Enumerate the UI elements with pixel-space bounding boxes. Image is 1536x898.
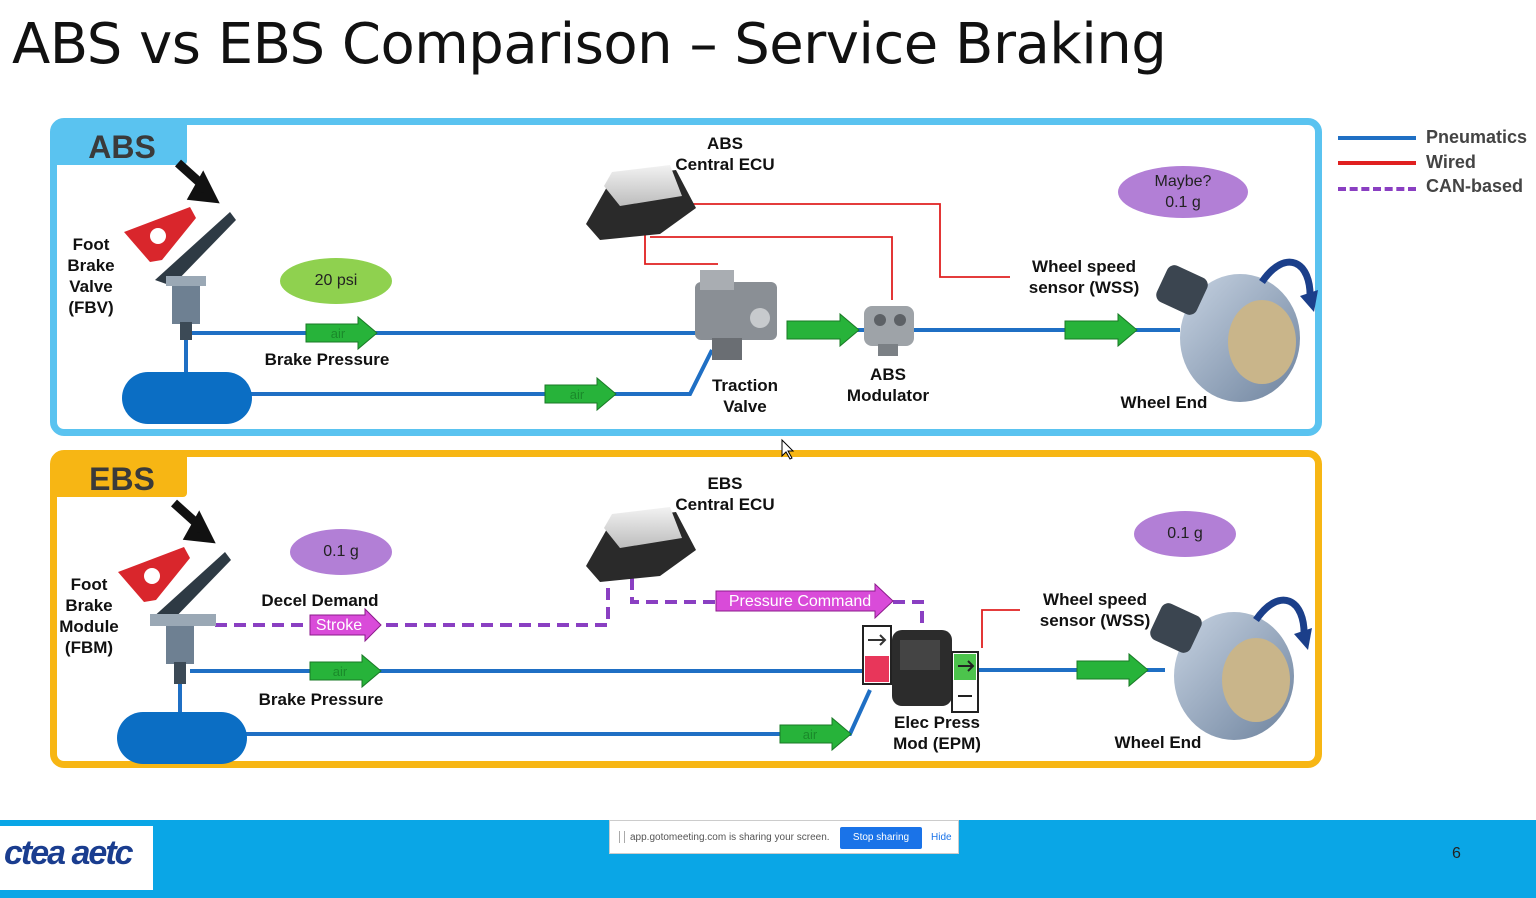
page-number: 6 <box>1452 845 1461 862</box>
abs-air-label-1: air <box>330 326 346 341</box>
abs-tab: ABS <box>57 125 187 165</box>
ebs-ecu-icon <box>586 507 696 582</box>
ebs-brake-pressure-label: Brake Pressure <box>258 690 384 709</box>
ebs-air-label-2: air <box>802 727 818 742</box>
abs-foot-brake-valve-icon <box>124 159 236 340</box>
ebs-ecu-label: EBS Central ECU <box>675 474 775 514</box>
ebs-tab: EBS <box>57 457 187 497</box>
stroke-label: Stroke <box>315 617 363 634</box>
ebs-wheel-end-label: Wheel End <box>1114 733 1202 752</box>
logo-text: ctea aetc <box>4 834 134 872</box>
abs-modulator-label: ABS Modulator <box>846 365 930 405</box>
abs-pneumatic-lines <box>184 300 1180 396</box>
ebs-flow-arrows <box>309 652 1149 752</box>
mouse-cursor-icon <box>781 438 795 460</box>
abs-air-tank <box>122 372 252 424</box>
hide-button[interactable]: Hide <box>931 832 952 843</box>
legend-label-pneumatics: Pneumatics <box>1426 127 1528 147</box>
abs-flow-arrows <box>305 312 1138 412</box>
abs-wheel-end-label: Wheel End <box>1120 393 1208 412</box>
share-status-text: app.gotomeeting.com is sharing your scre… <box>630 832 830 843</box>
abs-modulator-icon <box>864 306 914 356</box>
abs-ecu-icon <box>586 165 696 240</box>
ebs-wired-lines <box>981 609 1020 648</box>
abs-pressure-oval: 20 psi <box>280 258 392 304</box>
abs-foot-brake-label: Foot Brake Valve (FBV) <box>67 235 115 317</box>
legend-label-wired: Wired <box>1426 152 1476 172</box>
decel-demand-label: Decel Demand <box>261 591 379 610</box>
logo: ctea aetc <box>0 826 153 890</box>
abs-panel: ABS <box>50 118 1322 436</box>
abs-decel-oval: Maybe? 0.1 g <box>1118 166 1248 218</box>
ebs-wheel-oval: 0.1 g <box>1134 511 1236 557</box>
ebs-panel: EBS <box>50 450 1322 768</box>
page-title: ABS vs EBS Comparison – Service Braking <box>12 12 1167 77</box>
ebs-foot-brake-label: Foot Brake Module (FBM) <box>59 575 119 657</box>
ebs-pneumatic-lines <box>178 640 1165 736</box>
ebs-foot-brake-module-icon <box>118 499 231 684</box>
abs-ecu-label: ABS Central ECU <box>675 134 775 174</box>
stop-sharing-button[interactable]: Stop sharing <box>840 827 922 849</box>
ebs-air-tank <box>117 712 247 764</box>
traction-valve-label: Traction Valve <box>711 376 779 416</box>
abs-wired-lines <box>644 203 1010 300</box>
legend-label-can: CAN-based <box>1426 176 1524 196</box>
abs-wss-label: Wheel speed sensor (WSS) <box>1028 257 1140 297</box>
screen-share-bar: app.gotomeeting.com is sharing your scre… <box>609 820 959 854</box>
legend-line-can <box>1338 187 1416 191</box>
legend-line-wired <box>1338 161 1416 165</box>
ebs-command-arrows <box>309 582 894 643</box>
ebs-air-label-1: air <box>332 664 348 679</box>
abs-air-label-2: air <box>569 387 585 402</box>
ebs-wheel-end-icon <box>1150 596 1312 740</box>
pressure-command-label: Pressure Command <box>728 593 872 610</box>
epm-label: Elec Press Mod (EPM) <box>893 713 981 753</box>
ebs-wss-label: Wheel speed sensor (WSS) <box>1039 590 1151 630</box>
drag-handle-icon[interactable] <box>619 831 625 843</box>
abs-wheel-end-icon <box>1156 258 1318 402</box>
ebs-decel-oval: 0.1 g <box>290 529 392 575</box>
abs-brake-pressure-label: Brake Pressure <box>264 350 390 369</box>
legend-line-pneumatics <box>1338 136 1416 140</box>
ebs-can-lines <box>215 578 924 630</box>
traction-valve-icon <box>695 270 777 360</box>
epm-icon <box>862 625 979 713</box>
